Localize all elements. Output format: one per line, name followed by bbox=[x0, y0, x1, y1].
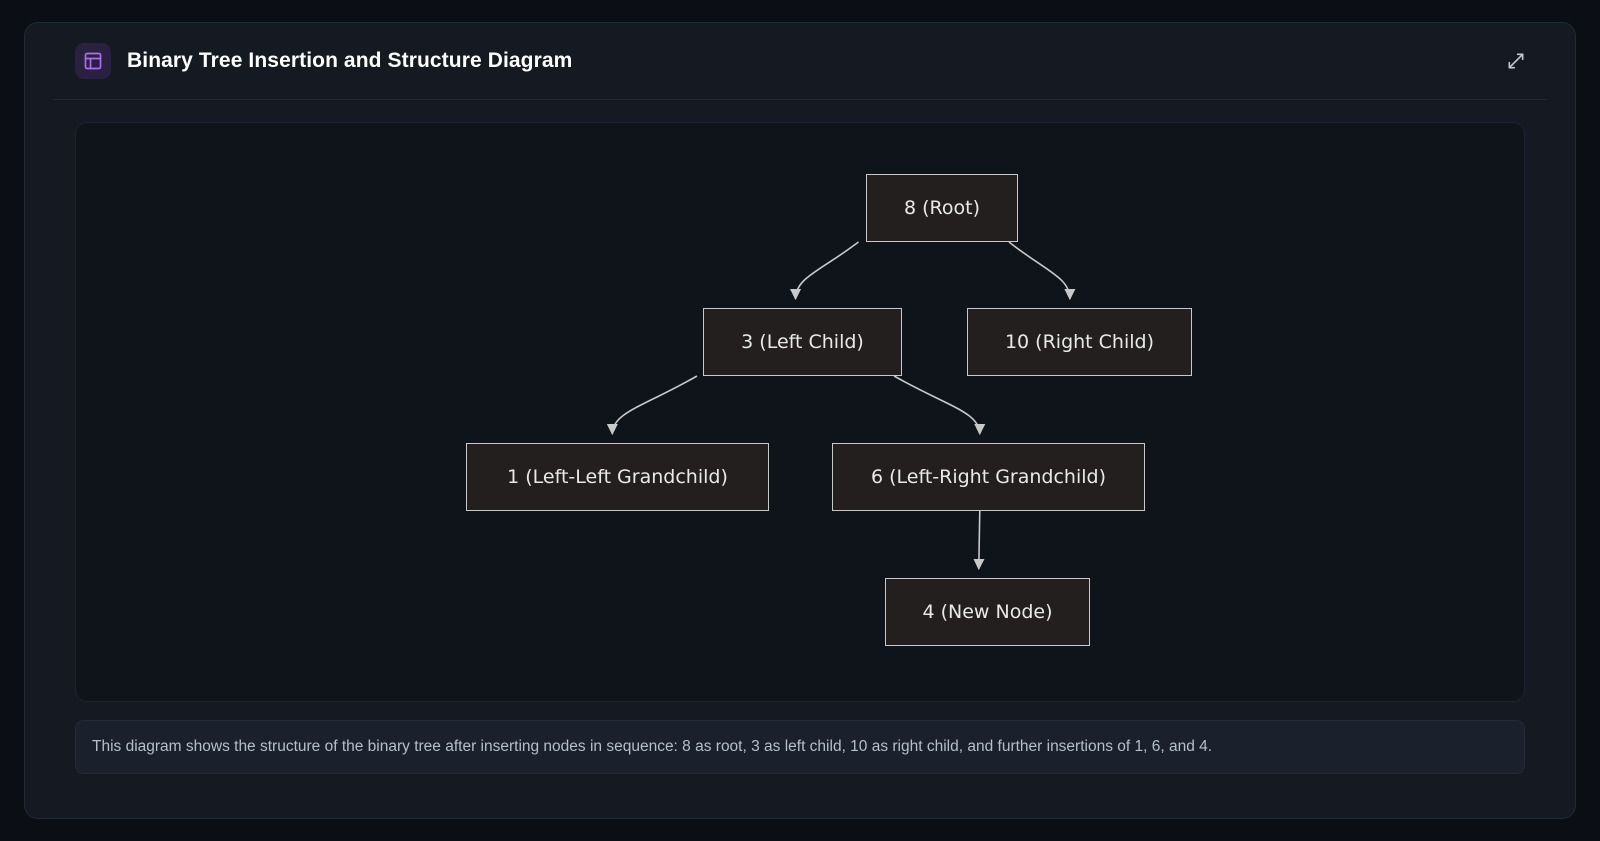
tree-edges bbox=[606, 241, 1076, 571]
caption-text: This diagram shows the structure of the … bbox=[92, 737, 1213, 755]
diagram-card: Binary Tree Insertion and Structure Diag… bbox=[24, 22, 1576, 819]
tree-edge-left-lr bbox=[893, 375, 986, 436]
tree-node-label: 1 (Left-Left Grandchild) bbox=[507, 466, 728, 488]
tree-edge-lr-new bbox=[973, 510, 985, 571]
tree-edge-left-ll bbox=[606, 375, 698, 436]
tree-node-left: 3 (Left Child) bbox=[703, 308, 902, 376]
tree-node-label: 6 (Left-Right Grandchild) bbox=[870, 466, 1106, 488]
tree-node-label: 10 (Right Child) bbox=[1004, 331, 1155, 353]
tree-node-ll: 1 (Left-Left Grandchild) bbox=[466, 443, 769, 511]
tree-node-label: 8 (Root) bbox=[904, 197, 980, 219]
diagram-canvas: 8 (Root) 3 (Left Child) 10 (Right Child) 1 … bbox=[75, 122, 1525, 702]
tree-node-right: 10 (Right Child) bbox=[967, 308, 1192, 376]
layout-panel-icon bbox=[75, 43, 111, 79]
tree-node-new: 4 (New Node) bbox=[885, 578, 1090, 646]
page-title: Binary Tree Insertion and Structure Diag… bbox=[127, 49, 573, 72]
tree-node-label: 3 (Left Child) bbox=[741, 331, 864, 353]
expand-diagonal-icon[interactable] bbox=[1503, 48, 1529, 74]
tree-edge-root-left bbox=[790, 241, 859, 301]
tree-node-label: 4 (New Node) bbox=[922, 601, 1053, 623]
tree-node-lr: 6 (Left-Right Grandchild) bbox=[832, 443, 1145, 511]
card-header: Binary Tree Insertion and Structure Diag… bbox=[53, 23, 1547, 100]
tree-edge-root-right bbox=[1008, 241, 1076, 301]
diagram-caption: This diagram shows the structure of the … bbox=[75, 720, 1525, 774]
tree-node-root: 8 (Root) bbox=[866, 174, 1018, 242]
